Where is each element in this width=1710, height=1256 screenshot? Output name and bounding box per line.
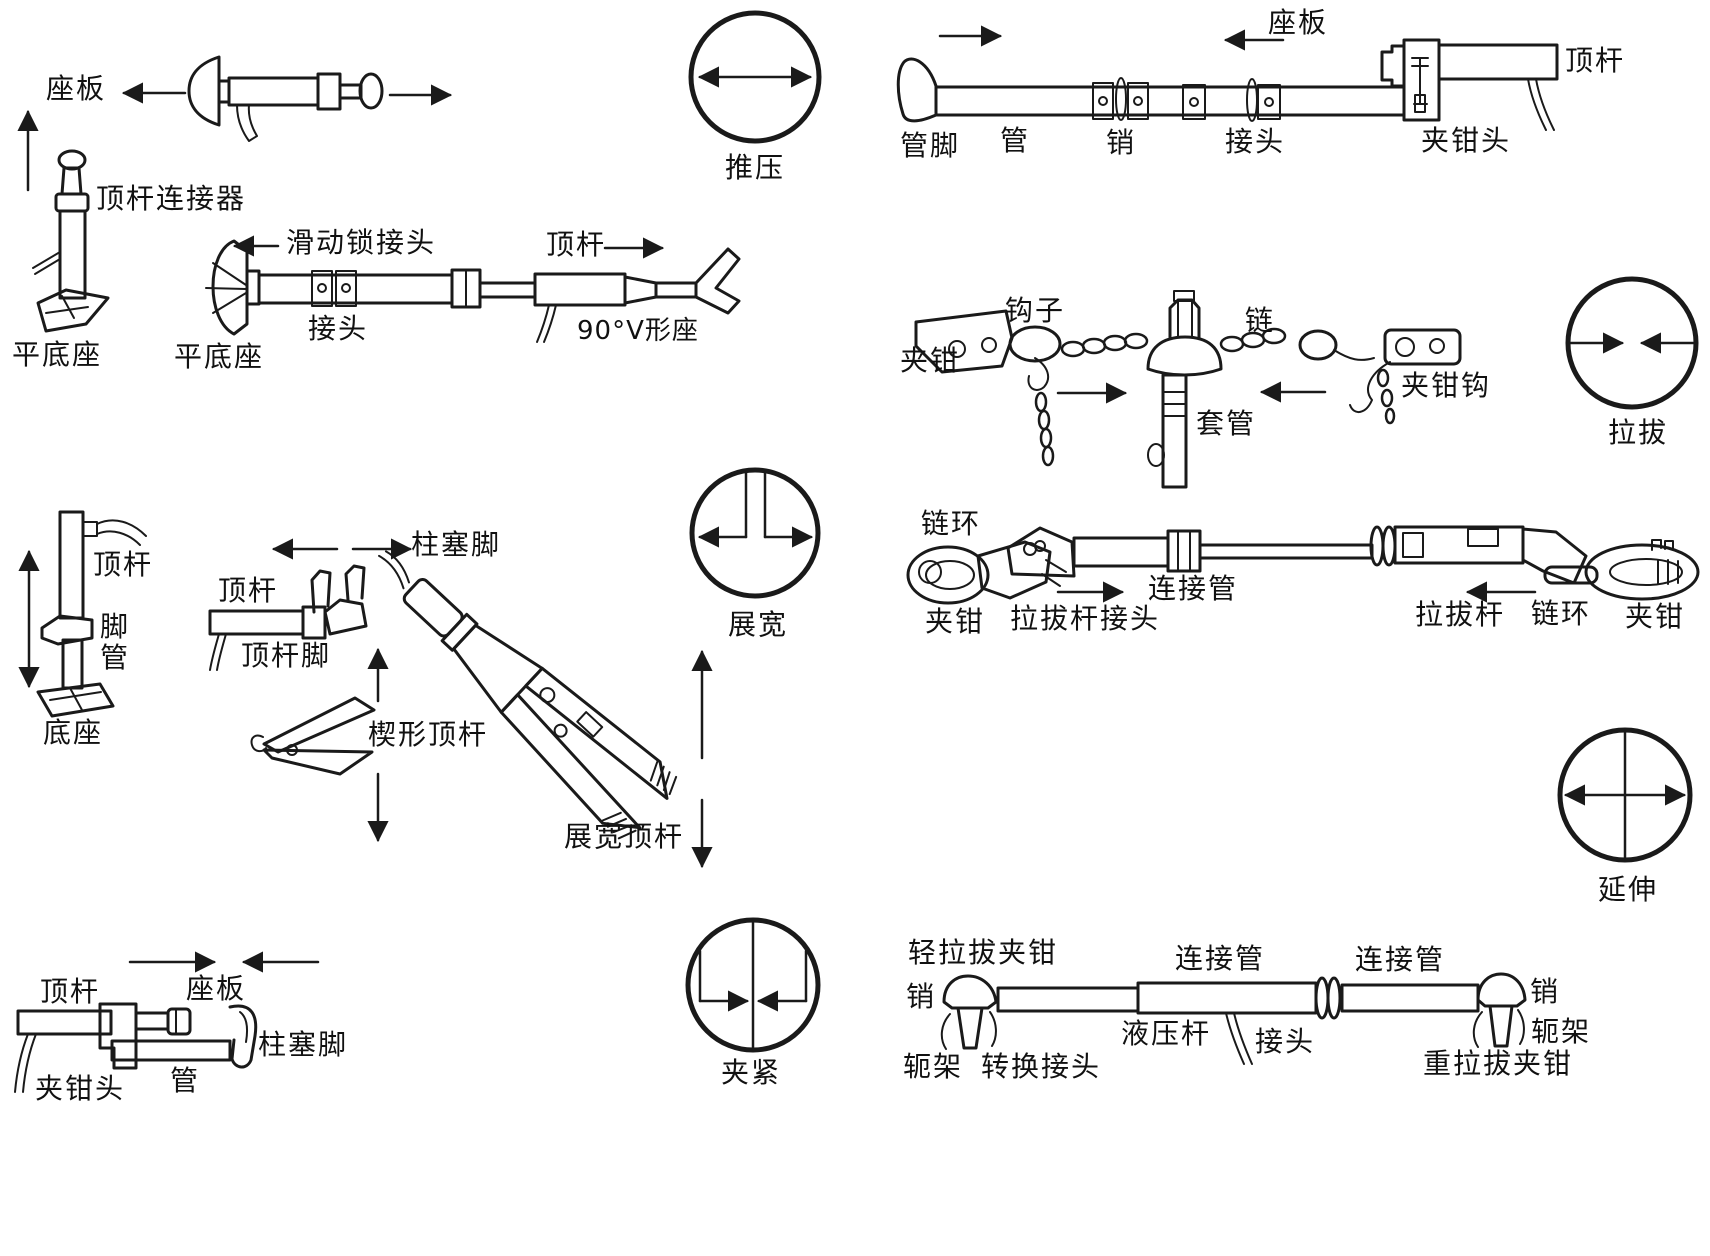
label-jack-ram: 顶杆	[93, 548, 154, 581]
extend-unit-drawing	[940, 972, 1527, 1065]
label-light-pull-clamp: 轻拉拔夹钳	[908, 936, 1059, 969]
label-tube-foot: 管脚	[900, 129, 961, 162]
label-clamp-hook: 夹钳钩	[1401, 369, 1492, 402]
label-yoke-left: 轭架	[903, 1050, 964, 1083]
label-chain: 链	[1245, 304, 1276, 337]
label-sleeve: 套管	[1196, 407, 1257, 440]
label-action-clamp: 夹紧	[721, 1056, 782, 1089]
label-action-pull: 拉拔	[1608, 416, 1669, 449]
label-chain-link-left: 链环	[921, 507, 982, 540]
long-tube-ram-drawing	[896, 25, 1559, 131]
label-ram-connector: 顶杆连接器	[96, 182, 247, 215]
label-spread-ram: 展宽顶杆	[564, 820, 685, 853]
chain-pull-drawing	[914, 290, 1462, 489]
label-flat-base-2: 平底座	[174, 340, 265, 373]
label-tube-seat-plate: 座板	[1268, 6, 1329, 39]
label-tube-ram: 顶杆	[1565, 44, 1626, 77]
label-plunger-foot-2: 柱塞脚	[258, 1028, 349, 1061]
label-action-spread: 展宽	[728, 608, 789, 641]
label-yoke-right: 轭架	[1531, 1015, 1592, 1048]
jack-with-connector-drawing	[17, 109, 110, 333]
ram-foot-drawing	[208, 538, 413, 671]
label-pump-seat-plate: 座板	[46, 72, 107, 105]
label-slide-lock-joint: 滑动锁接头	[286, 226, 437, 259]
label-pull-rod-joint: 拉拔杆接头	[1010, 602, 1161, 635]
label-joint-1: 接头	[308, 312, 369, 345]
label-chain-clamp: 夹钳	[900, 344, 961, 377]
label-flat-base-1: 平底座	[12, 338, 103, 371]
label-convert-joint: 转换接头	[981, 1050, 1102, 1083]
label-clamp-head-2: 夹钳头	[35, 1072, 126, 1105]
label-ram-foot: 顶杆脚	[241, 639, 332, 672]
hand-pump-drawing	[121, 55, 453, 142]
vertical-jack-drawing	[18, 510, 147, 718]
label-clamp-seat-plate: 座板	[186, 972, 247, 1005]
label-ram-2: 顶杆	[218, 574, 279, 607]
label-joint-2: 接头	[1225, 125, 1286, 158]
label-chain-link-right: 链环	[1531, 597, 1592, 630]
label-clamp-tube: 管	[170, 1064, 201, 1097]
label-clamp-ram: 顶杆	[40, 975, 101, 1008]
label-base: 底座	[43, 716, 104, 749]
label-connect-tube: 连接管	[1148, 572, 1239, 605]
pull-rod-drawing	[906, 525, 1700, 605]
label-pin-right: 销	[1530, 975, 1561, 1008]
slide-lock-ram-drawing	[205, 235, 741, 343]
spread-symbol-circle	[689, 467, 821, 599]
wedge-ram-drawing	[250, 647, 389, 843]
label-wedge-ram: 楔形顶杆	[368, 718, 489, 751]
pull-symbol-circle	[1565, 276, 1699, 410]
clamp-unit-drawing	[14, 951, 320, 1093]
label-hook: 钩子	[1005, 294, 1066, 327]
label-ram-1: 顶杆	[546, 228, 607, 261]
push-symbol-circle	[688, 10, 822, 144]
label-action-extend: 延伸	[1598, 873, 1659, 906]
label-tube: 管	[1000, 124, 1031, 157]
label-heavy-pull-clamp: 重拉拔夹钳	[1423, 1047, 1574, 1080]
label-pin-left: 销	[906, 980, 937, 1013]
label-pin: 销	[1106, 126, 1137, 159]
label-hydraulic-rod: 液压杆	[1121, 1017, 1212, 1050]
label-joint-3: 接头	[1255, 1025, 1316, 1058]
label-action-push: 推压	[725, 151, 786, 184]
label-pull-rod: 拉拔杆	[1415, 598, 1506, 631]
spreader-drawing	[378, 550, 713, 869]
label-connect-tube-1: 连接管	[1175, 942, 1266, 975]
label-clamp-head-1: 夹钳头	[1421, 124, 1512, 157]
label-v-seat: 90°V形座	[577, 316, 699, 346]
label-foot-tube: 脚 管	[99, 610, 130, 674]
label-clamp-left: 夹钳	[925, 605, 986, 638]
label-connect-tube-2: 连接管	[1355, 943, 1446, 976]
label-clamp-right: 夹钳	[1625, 600, 1686, 633]
label-plunger-foot-1: 柱塞脚	[411, 528, 502, 561]
extend-symbol-circle	[1557, 727, 1693, 863]
clamp-symbol-circle	[685, 917, 821, 1053]
